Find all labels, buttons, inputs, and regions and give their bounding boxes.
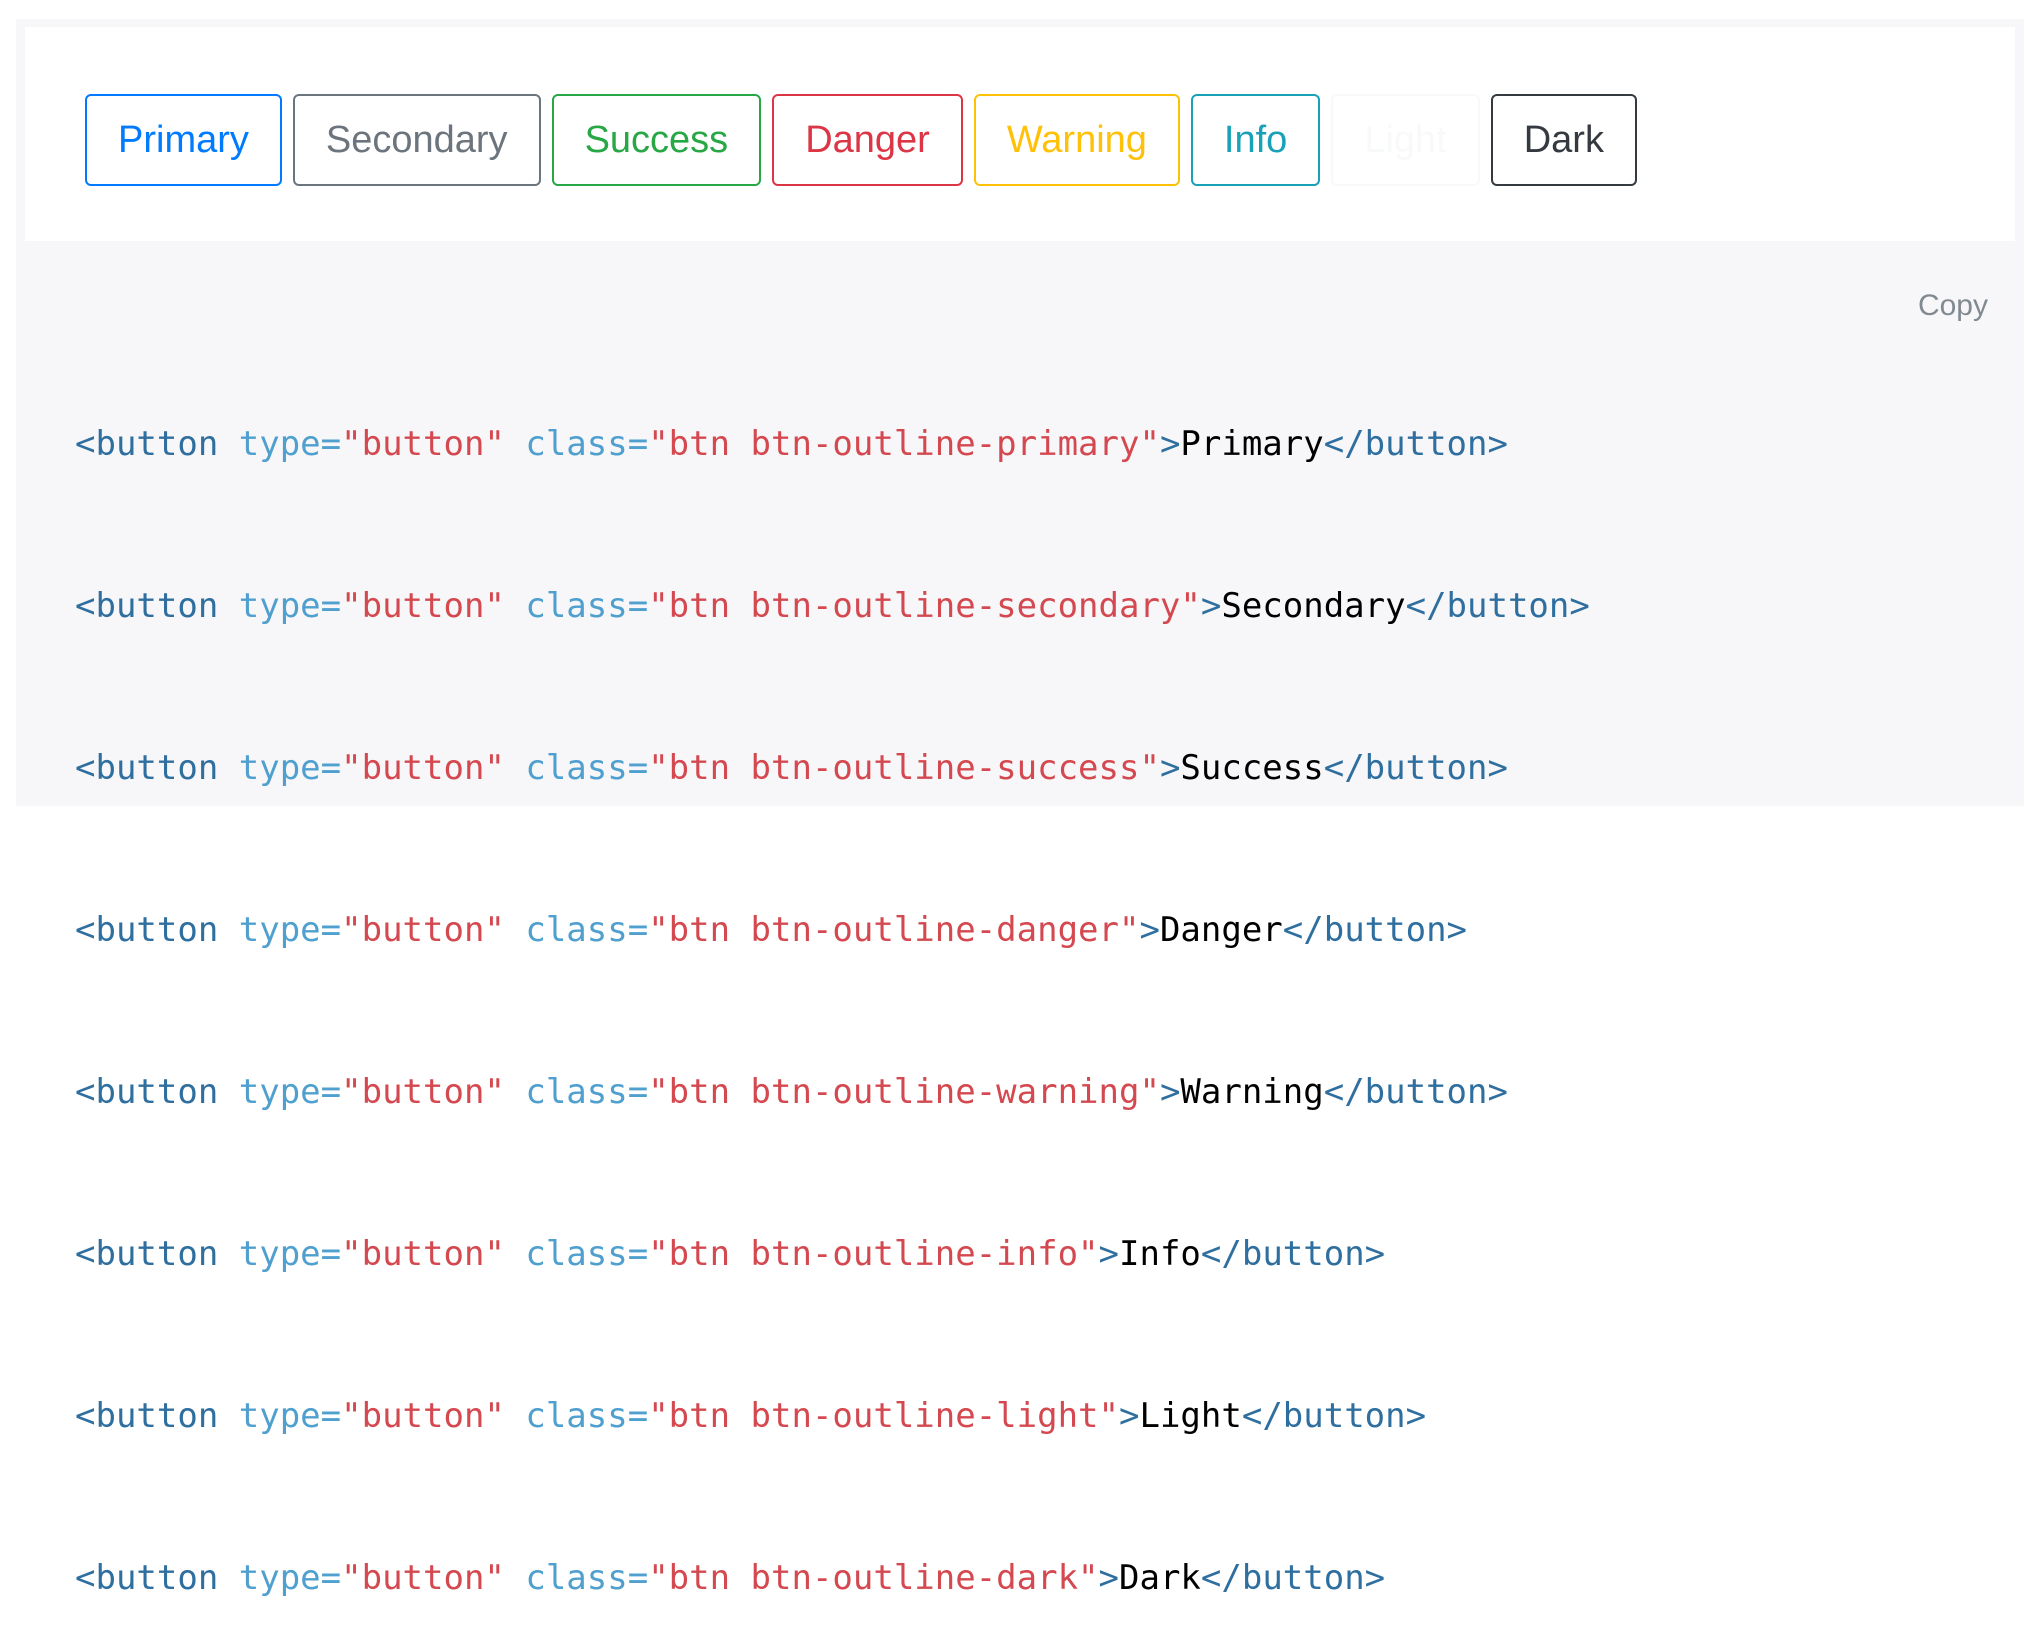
code-close-tag: </button> [1323, 748, 1508, 788]
code-type-attr: type= [218, 748, 342, 788]
code-type-value: "button" [341, 910, 505, 950]
code-close-tag: </button> [1200, 1234, 1386, 1274]
code-gt: > [1159, 748, 1181, 788]
code-type-attr: type= [218, 1072, 342, 1112]
code-text: Dark [1119, 1558, 1201, 1598]
code-text: Success [1180, 748, 1324, 788]
code-close-tag: </button> [1241, 1396, 1427, 1436]
code-text: Secondary [1221, 586, 1406, 626]
success-outline-button[interactable]: Success [551, 94, 762, 186]
warning-outline-button[interactable]: Warning [973, 94, 1180, 186]
danger-outline-button[interactable]: Danger [772, 94, 963, 186]
dark-outline-button[interactable]: Dark [1490, 94, 1637, 186]
code-text: Info [1119, 1234, 1201, 1274]
code-class-value: "btn btn-outline-warning" [648, 1072, 1160, 1112]
code-line: <button type="button" class="btn btn-out… [75, 741, 1590, 795]
code-gt: > [1200, 586, 1222, 626]
code-type-value: "button" [341, 1396, 505, 1436]
code-line: <button type="button" class="btn btn-out… [75, 579, 1590, 633]
code-text: Warning [1180, 1072, 1324, 1112]
code-class-value: "btn btn-outline-danger" [648, 910, 1140, 950]
code-class-attr: class= [504, 1558, 649, 1598]
code-type-attr: type= [218, 1396, 342, 1436]
code-gt: > [1139, 910, 1160, 950]
button-example-panel: Primary Secondary Success Danger Warning… [25, 27, 2015, 241]
code-open-tag: <button [75, 424, 219, 464]
code-class-value: "btn btn-outline-primary" [648, 424, 1160, 464]
code-class-value: "btn btn-outline-success" [648, 748, 1160, 788]
code-open-tag: <button [75, 910, 219, 950]
code-open-tag: <button [75, 748, 219, 788]
code-open-tag: <button [75, 1234, 219, 1274]
code-type-value: "button" [341, 748, 505, 788]
code-class-attr: class= [504, 586, 649, 626]
copy-button[interactable]: Copy [1917, 289, 1988, 322]
code-line: <button type="button" class="btn btn-out… [75, 417, 1590, 471]
code-class-value: "btn btn-outline-dark" [648, 1558, 1099, 1598]
code-line: <button type="button" class="btn btn-out… [75, 1389, 1590, 1443]
code-type-attr: type= [218, 910, 342, 950]
primary-outline-button[interactable]: Primary [85, 94, 282, 186]
code-type-value: "button" [341, 1072, 505, 1112]
docs-example-container: Primary Secondary Success Danger Warning… [16, 19, 2024, 1598]
code-class-attr: class= [504, 1396, 649, 1436]
code-type-attr: type= [218, 1234, 342, 1274]
code-close-tag: </button> [1323, 1072, 1508, 1112]
code-gt: > [1159, 1072, 1181, 1112]
code-class-value: "btn btn-outline-info" [648, 1234, 1099, 1274]
code-gt: > [1159, 424, 1181, 464]
code-open-tag: <button [75, 1072, 219, 1112]
code-close-tag: </button> [1405, 586, 1590, 626]
code-text: Light [1139, 1396, 1242, 1436]
code-open-tag: <button [75, 586, 219, 626]
code-text: Danger [1159, 910, 1283, 950]
code-close-tag: </button> [1323, 424, 1508, 464]
code-class-value: "btn btn-outline-secondary" [648, 586, 1201, 626]
code-class-value: "btn btn-outline-light" [648, 1396, 1119, 1436]
info-outline-button[interactable]: Info [1190, 94, 1321, 186]
code-type-attr: type= [218, 1558, 342, 1598]
code-type-value: "button" [341, 586, 505, 626]
code-text: Primary [1180, 424, 1324, 464]
code-type-attr: type= [218, 424, 342, 464]
code-type-value: "button" [341, 1234, 505, 1274]
secondary-outline-button[interactable]: Secondary [292, 94, 541, 186]
code-gt: > [1098, 1558, 1120, 1598]
light-outline-button[interactable]: Light [1331, 94, 1480, 186]
code-gt: > [1119, 1396, 1140, 1436]
code-open-tag: <button [75, 1558, 219, 1598]
code-class-attr: class= [504, 1072, 649, 1112]
code-line: <button type="button" class="btn btn-out… [75, 903, 1590, 957]
code-class-attr: class= [504, 910, 649, 950]
code-line: <button type="button" class="btn btn-out… [75, 1551, 1590, 1605]
code-class-attr: class= [504, 1234, 649, 1274]
code-close-tag: </button> [1200, 1558, 1386, 1598]
code-close-tag: </button> [1282, 910, 1468, 950]
code-open-tag: <button [75, 1396, 219, 1436]
code-type-attr: type= [218, 586, 342, 626]
code-type-value: "button" [341, 1558, 505, 1598]
code-block: <button type="button" class="btn btn-out… [75, 309, 1590, 1652]
outline-button-row: Primary Secondary Success Danger Warning… [85, 94, 1637, 186]
code-line: <button type="button" class="btn btn-out… [75, 1065, 1590, 1119]
code-class-attr: class= [504, 748, 649, 788]
code-type-value: "button" [341, 424, 505, 464]
code-line: <button type="button" class="btn btn-out… [75, 1227, 1590, 1281]
code-class-attr: class= [504, 424, 649, 464]
code-gt: > [1098, 1234, 1120, 1274]
